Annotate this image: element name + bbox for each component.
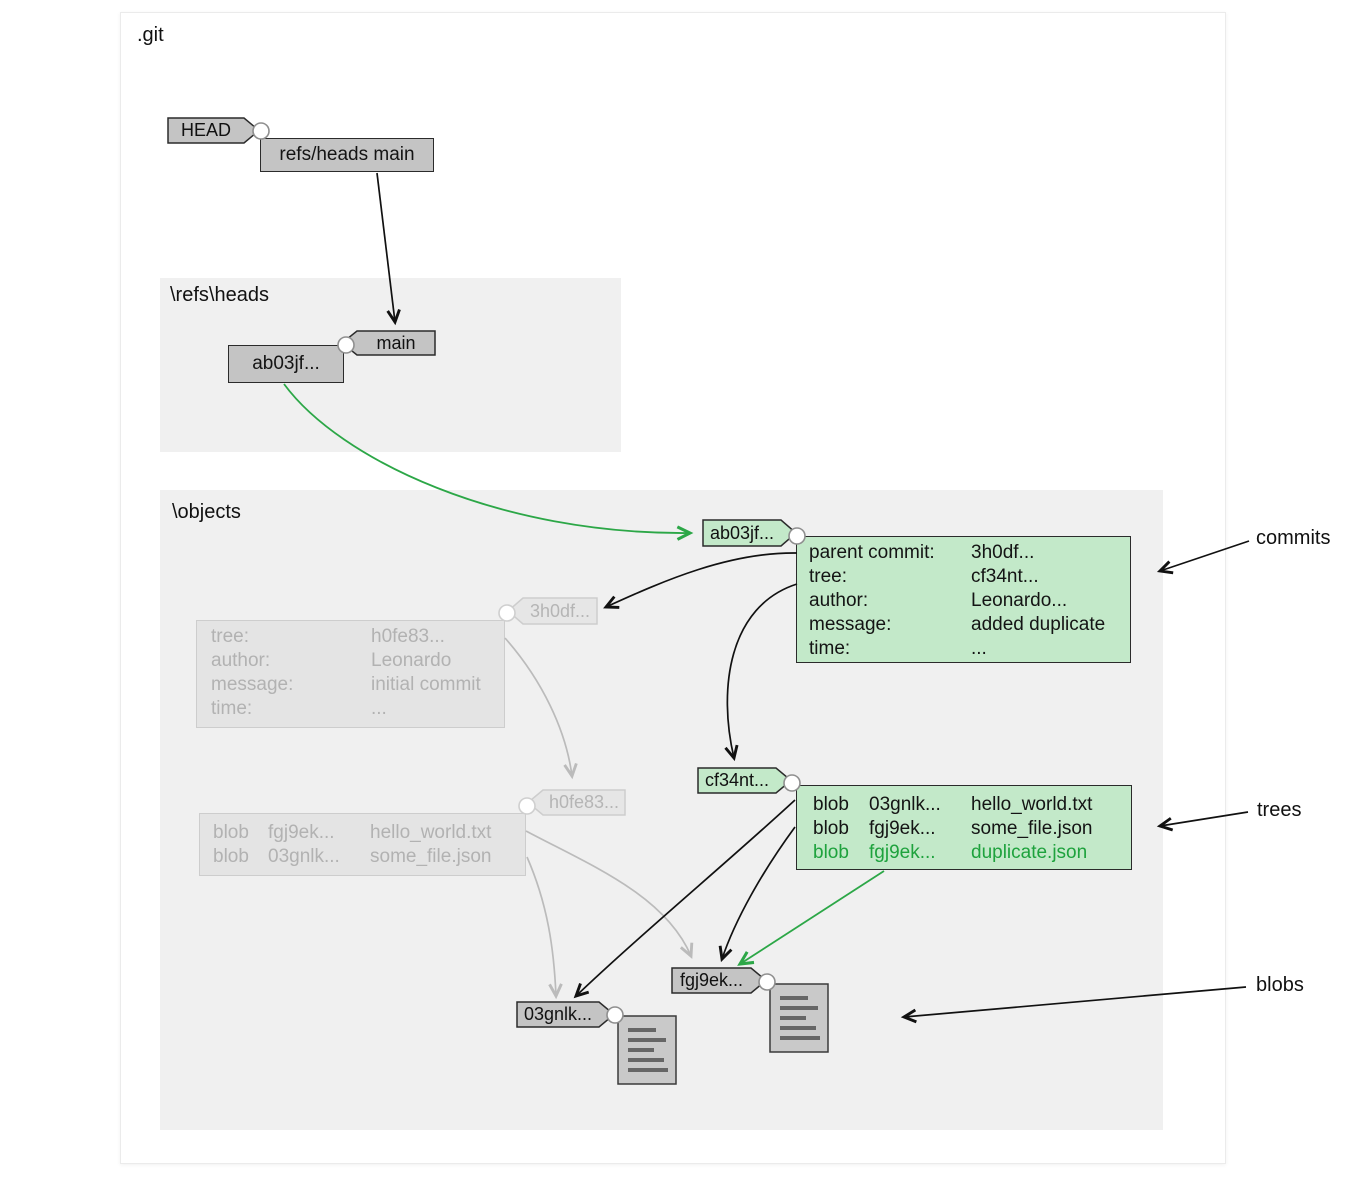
blob-hash-tag-03gnlk: 03gnlk... (523, 1004, 593, 1024)
commit-row: message:initial commit (211, 674, 481, 695)
annotation-trees: trees (1257, 799, 1302, 821)
objects-section-label: \objects (172, 501, 241, 523)
blob-hash-tag-fgj9ek: fgj9ek... (679, 970, 744, 990)
commit-box-new: parent commit:3h0df... tree:cf34nt... au… (796, 536, 1131, 663)
commit-row: author:Leonardo... (809, 590, 1068, 611)
branch-main-tag: main (376, 332, 416, 353)
git-root-label: .git (137, 24, 164, 46)
head-ref-box: refs/heads main (260, 138, 434, 172)
commit-row: time:... (809, 638, 987, 659)
commit-hash-tag-old: 3h0df... (529, 600, 591, 621)
refs-hash-box: ab03jf... (228, 345, 344, 383)
commit-row: tree:h0fe83... (211, 626, 445, 647)
commit-row: message:added duplicate (809, 614, 1106, 635)
commit-hash-tag-new: ab03jf... (709, 522, 775, 543)
refs-heads-section-label: \refs\heads (170, 284, 269, 306)
tree-hash-tag-old: h0fe83... (548, 792, 620, 812)
annotation-commits: commits (1256, 527, 1331, 549)
head-tag: HEAD (180, 120, 231, 140)
commit-row: time:... (211, 698, 387, 719)
annotation-blobs: blobs (1256, 974, 1304, 996)
commit-row: author:Leonardo (211, 650, 452, 671)
commit-row: tree:cf34nt... (809, 566, 1039, 587)
commit-box-old: tree:h0fe83... author:Leonardo message:i… (196, 620, 505, 728)
tree-hash-tag-new: cf34nt... (704, 770, 770, 790)
commit-row: parent commit:3h0df... (809, 542, 1035, 563)
